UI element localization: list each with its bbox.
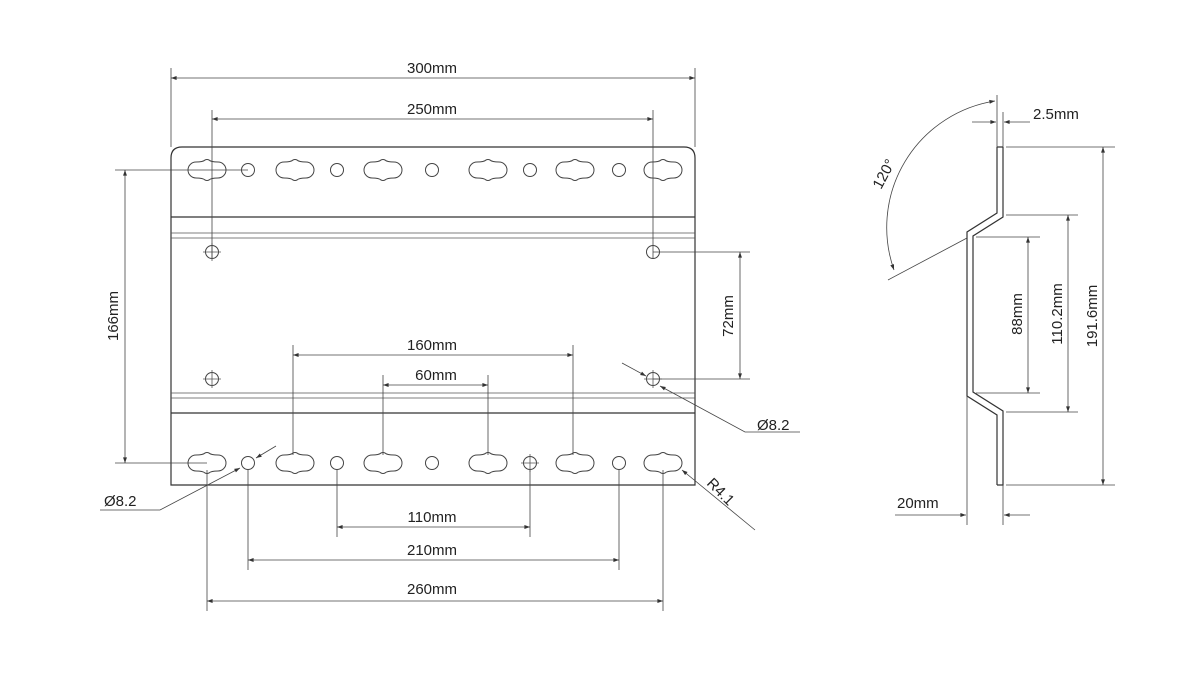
- round-hole: [425, 456, 439, 470]
- dim-angle: 120°: [870, 156, 900, 191]
- keyhole-slot: [275, 452, 315, 474]
- dim-offset: 20mm: [897, 495, 939, 512]
- dim-thickness: 2.5mm: [1033, 106, 1079, 123]
- side-extension-lines: [887, 95, 1115, 525]
- dim-260: 260mm: [407, 581, 457, 598]
- profile-outer: [966, 147, 998, 485]
- keyhole-slot: [275, 159, 315, 181]
- round-hole: [612, 163, 626, 177]
- dim-dia-right: Ø8.2: [757, 417, 790, 434]
- side-dimension-lines: [886, 99, 1105, 517]
- dim-300: 300mm: [407, 60, 457, 77]
- side-dimension-labels: 120° 2.5mm 191.6mm 110.2mm 88mm 20mm: [870, 106, 1101, 512]
- round-hole: [612, 456, 626, 470]
- round-hole: [330, 163, 344, 177]
- dim-191-6: 191.6mm: [1084, 285, 1101, 348]
- keyhole-slot: [363, 159, 403, 181]
- dim-dia-left: Ø8.2: [104, 493, 137, 510]
- dim-166: 166mm: [105, 291, 122, 341]
- dimension-lines: [100, 76, 800, 603]
- dim-110: 110mm: [408, 509, 457, 526]
- dim-250: 250mm: [407, 101, 457, 118]
- dim-160: 160mm: [407, 337, 457, 354]
- profile-inner: [972, 146, 1004, 486]
- keyhole-slot: [363, 452, 403, 474]
- dim-210: 210mm: [407, 542, 457, 559]
- keyhole-slot: [555, 452, 595, 474]
- dimension-labels: 300mm 250mm 166mm 72mm 160mm 60mm 110mm …: [104, 60, 790, 598]
- dim-110-2: 110.2mm: [1049, 283, 1066, 344]
- round-hole: [425, 163, 439, 177]
- front-view: 300mm 250mm 166mm 72mm 160mm 60mm 110mm …: [100, 60, 800, 611]
- dim-72: 72mm: [720, 295, 737, 337]
- keyhole-slot: [643, 159, 683, 181]
- keyhole-slot: [555, 159, 595, 181]
- round-hole: [523, 163, 537, 177]
- extension-lines: [115, 68, 750, 611]
- bend-lines: [171, 216, 695, 414]
- dim-60: 60mm: [415, 367, 457, 384]
- keyhole-slot: [643, 452, 683, 474]
- keyhole-slot: [468, 159, 508, 181]
- dim-88: 88mm: [1009, 293, 1026, 335]
- round-hole: [330, 456, 344, 470]
- side-view: 120° 2.5mm 191.6mm 110.2mm 88mm 20mm: [870, 95, 1115, 525]
- hole-pattern: [187, 159, 683, 474]
- keyhole-slot: [468, 452, 508, 474]
- round-hole: [241, 456, 255, 470]
- plate-outline: [170, 146, 696, 486]
